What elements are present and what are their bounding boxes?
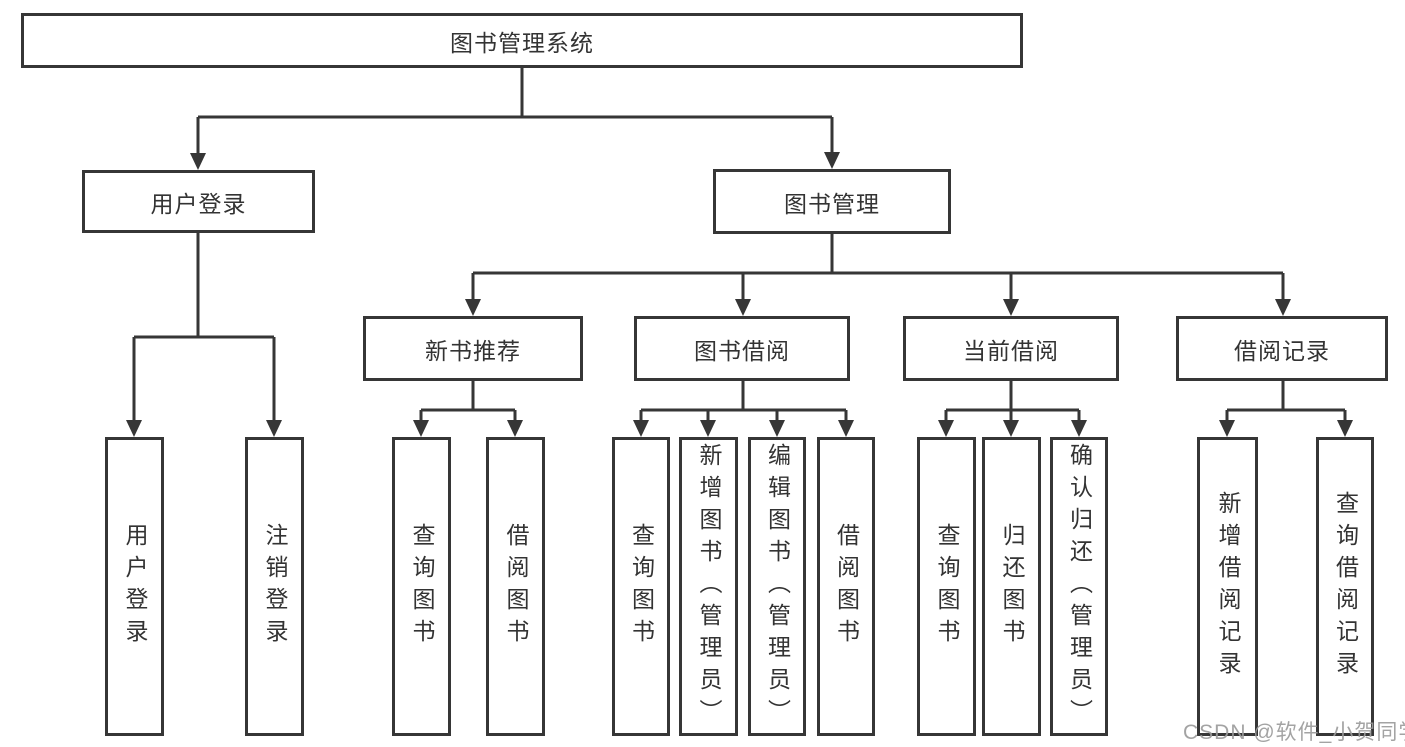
leaf-query-book-3-label: 查询图书 [934, 522, 960, 651]
leaf-confirm-return-admin-label: 确认归还（管理员） [1066, 442, 1093, 731]
leaf-return-book-label: 归还图书 [999, 522, 1025, 651]
node-borrow-record: 借阅记录 [1176, 316, 1388, 381]
leaf-add-borrow-record-label: 新增借阅记录 [1215, 490, 1241, 683]
leaf-add-book-admin: 新增图书（管理员） [679, 437, 738, 736]
node-user-login: 用户登录 [82, 170, 315, 233]
node-user-login-label: 用户登录 [150, 190, 247, 217]
leaf-query-book-1: 查询图书 [392, 437, 451, 736]
leaf-borrow-book-1-label: 借阅图书 [503, 522, 529, 651]
node-book-borrow: 图书借阅 [634, 316, 850, 381]
node-book-management: 图书管理 [713, 169, 951, 234]
leaf-user-login-label: 用户登录 [122, 522, 148, 651]
leaf-borrow-book-2: 借阅图书 [817, 437, 875, 736]
leaf-borrow-book-2-label: 借阅图书 [833, 522, 860, 651]
leaf-edit-book-admin: 编辑图书（管理员） [748, 437, 806, 736]
leaf-borrow-book-1: 借阅图书 [486, 437, 545, 736]
leaf-query-borrow-record: 查询借阅记录 [1316, 437, 1374, 736]
leaf-add-borrow-record: 新增借阅记录 [1197, 437, 1258, 736]
node-current-borrow: 当前借阅 [903, 316, 1119, 381]
leaf-return-book: 归还图书 [982, 437, 1041, 736]
leaf-query-book-1-label: 查询图书 [409, 522, 435, 651]
leaf-query-book-2: 查询图书 [612, 437, 670, 736]
node-new-book-recommend: 新书推荐 [363, 316, 583, 381]
leaf-edit-book-admin-label: 编辑图书（管理员） [764, 442, 791, 731]
node-library-system: 图书管理系统 [21, 13, 1023, 68]
node-current-borrow-label: 当前借阅 [963, 337, 1059, 364]
leaf-query-borrow-record-label: 查询借阅记录 [1332, 490, 1359, 683]
leaf-query-book-2-label: 查询图书 [628, 522, 655, 651]
node-book-borrow-label: 图书借阅 [694, 337, 790, 364]
node-new-book-recommend-label: 新书推荐 [425, 337, 521, 364]
leaf-add-book-admin-label: 新增图书（管理员） [696, 442, 722, 731]
csdn-watermark: CSDN @软件_小贺同学 [1183, 721, 1405, 744]
node-borrow-record-label: 借阅记录 [1234, 337, 1330, 364]
leaf-confirm-return-admin: 确认归还（管理员） [1050, 437, 1108, 736]
leaf-user-login: 用户登录 [105, 437, 164, 736]
node-library-system-label: 图书管理系统 [450, 29, 594, 56]
node-book-management-label: 图书管理 [784, 190, 880, 217]
leaf-logout: 注销登录 [245, 437, 304, 736]
leaf-query-book-3: 查询图书 [917, 437, 976, 736]
leaf-logout-label: 注销登录 [262, 522, 288, 651]
